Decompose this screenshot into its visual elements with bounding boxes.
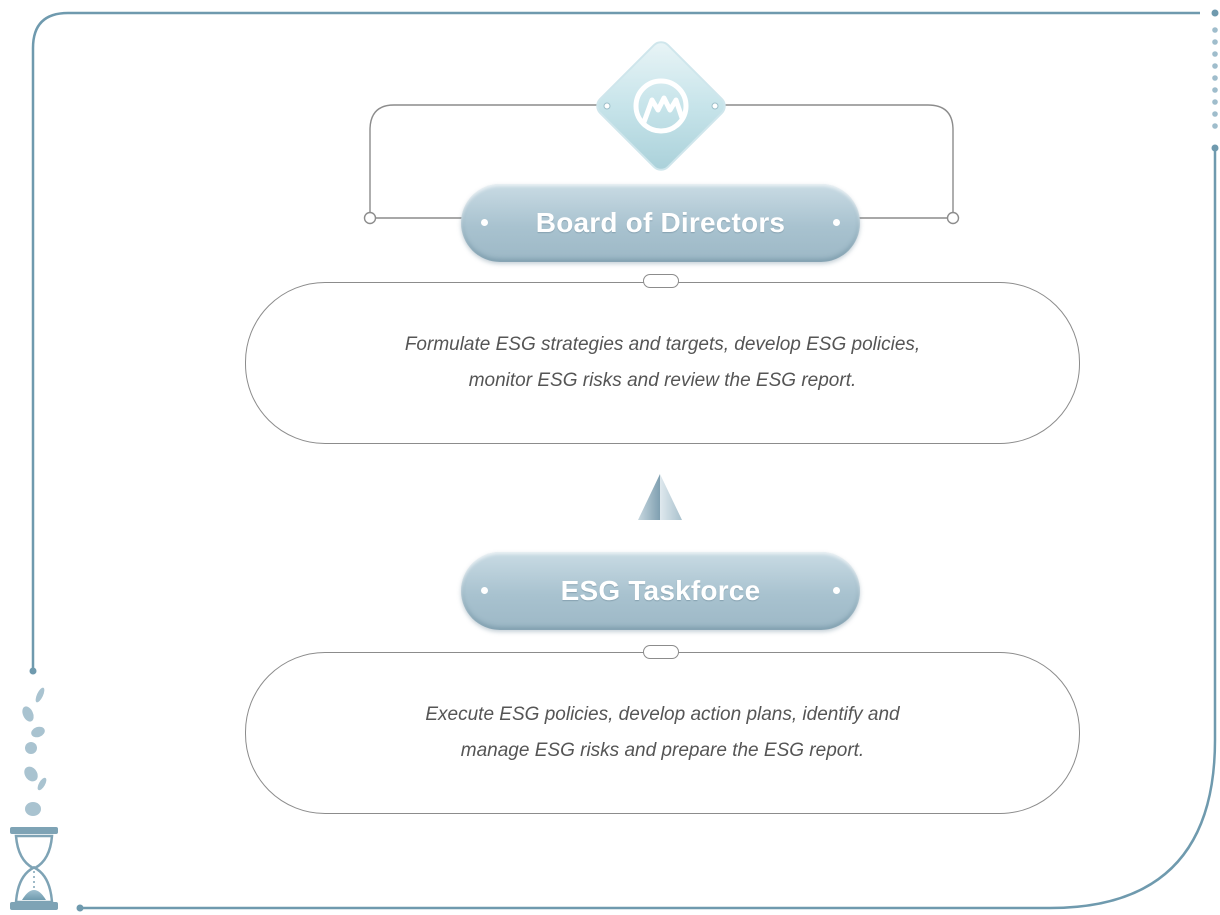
taskforce-description-line-2: manage ESG risks and prepare the ESG rep… [460, 740, 865, 761]
board-of-directors-title: Board of Directors [535, 207, 786, 238]
hourglass-icon [10, 827, 58, 910]
board-description-line-1: Formulate ESG strategies and targets, de… [404, 334, 921, 355]
esg-taskforce-title: ESG Taskforce [560, 575, 761, 606]
taskforce-description-box: Execute ESG policies, develop action pla… [245, 652, 1080, 814]
bracket-lines [369, 104, 954, 219]
pill-dot-left [481, 219, 488, 226]
esg-taskforce-node: ESG Taskforce [461, 552, 860, 630]
dotted-accent [1212, 27, 1218, 129]
connector-bottom [643, 645, 679, 659]
coins-icon [22, 687, 47, 816]
pill-dot-right [833, 219, 840, 226]
pill-dot-left [481, 587, 488, 594]
pill-dot-right [833, 587, 840, 594]
up-arrow-icon [638, 474, 682, 520]
company-logo-icon [596, 41, 726, 171]
board-description-line-2: monitor ESG risks and review the ESG rep… [468, 370, 857, 391]
board-description-box: Formulate ESG strategies and targets, de… [245, 282, 1080, 444]
frame-border [31, 11, 1200, 671]
connector-top [643, 274, 679, 288]
board-of-directors-node: Board of Directors [461, 184, 860, 262]
taskforce-description-line-1: Execute ESG policies, develop action pla… [425, 704, 900, 725]
